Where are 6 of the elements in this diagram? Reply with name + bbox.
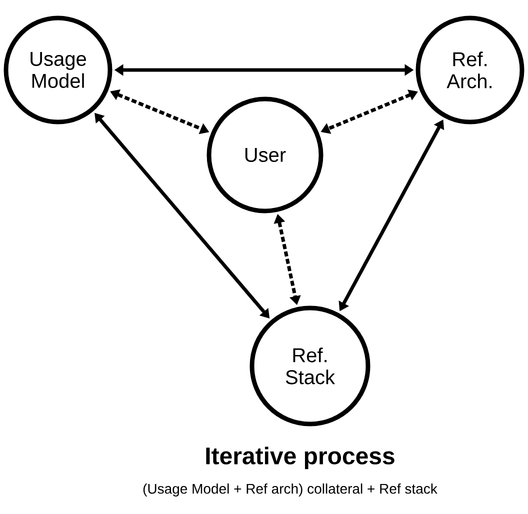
circle-node: Ref. Arch. xyxy=(416,16,524,124)
circle-node: User xyxy=(206,96,324,214)
circle-node: Usage Model xyxy=(4,16,112,124)
title: Iterative process xyxy=(206,446,394,470)
caption: (Usage Model + Ref arch) collateral + Ref stack xyxy=(143,483,438,496)
circle-node: Ref. Stack xyxy=(250,306,370,426)
